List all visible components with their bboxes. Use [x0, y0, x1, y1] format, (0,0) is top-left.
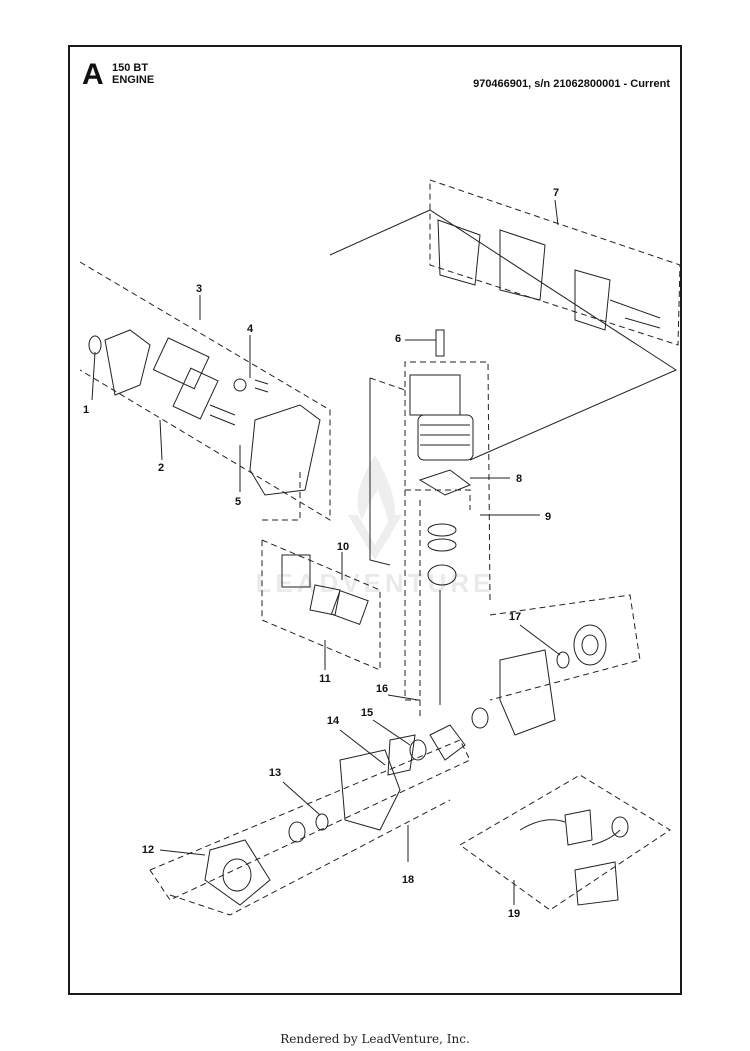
part-crankshaft — [429, 724, 466, 761]
callout-3: 3 — [195, 283, 203, 295]
part-crankcase — [339, 749, 401, 831]
part-cover — [499, 229, 546, 301]
section-letter: A — [82, 58, 104, 91]
cover-outline — [329, 209, 678, 461]
part-heat-shield — [409, 374, 461, 416]
serial-info: 970466901, s/n 21062800001 - Current — [473, 78, 670, 90]
callout-1: 1 — [82, 404, 90, 416]
part-ring — [427, 523, 457, 537]
part-starter-pulley — [288, 821, 306, 843]
part-cylinder — [417, 414, 474, 461]
part-nut — [233, 378, 247, 392]
part-cover-plate — [437, 219, 481, 286]
callout-14: 14 — [326, 715, 340, 727]
callout-11: 11 — [319, 673, 331, 685]
part-piston — [427, 564, 457, 586]
callout-10: 10 — [336, 541, 350, 553]
model-name: 150 BT — [112, 62, 149, 74]
part-filter — [152, 337, 210, 390]
footer-credit: Rendered by LeadVenture, Inc. — [280, 1032, 470, 1046]
callout-4: 4 — [246, 323, 254, 335]
group-outlines — [79, 179, 681, 916]
callout-17: 17 — [508, 611, 522, 623]
model-title: 150 BT ENGINE — [112, 62, 154, 86]
assembly-name: ENGINE — [112, 74, 155, 86]
callout-8: 8 — [515, 473, 523, 485]
part-clutch — [573, 624, 607, 666]
part-spark-plug — [435, 329, 445, 357]
callout-6: 6 — [394, 333, 402, 345]
part-crankcase-right — [499, 649, 556, 736]
callout-9: 9 — [544, 511, 552, 523]
part-gasket — [418, 469, 472, 496]
callout-19: 19 — [507, 908, 521, 920]
callout-13: 13 — [268, 767, 282, 779]
part-housing — [249, 404, 321, 496]
part-bearing — [409, 739, 427, 761]
part-knob — [88, 335, 102, 355]
callout-7: 7 — [552, 187, 560, 199]
callout-15: 15 — [360, 707, 374, 719]
callout-18: 18 — [401, 874, 415, 886]
part-ignition-module — [564, 809, 593, 846]
part-starter — [204, 839, 271, 906]
callout-12: 12 — [141, 844, 155, 856]
diagram-frame — [68, 45, 682, 995]
callout-5: 5 — [234, 496, 242, 508]
part-intake — [330, 589, 369, 625]
part-ignition-cover — [574, 861, 619, 906]
leader-lines — [91, 199, 561, 905]
part-filter-cover — [104, 329, 151, 396]
part-carburetor — [281, 554, 311, 588]
callout-2: 2 — [157, 462, 165, 474]
callout-16: 16 — [375, 683, 389, 695]
